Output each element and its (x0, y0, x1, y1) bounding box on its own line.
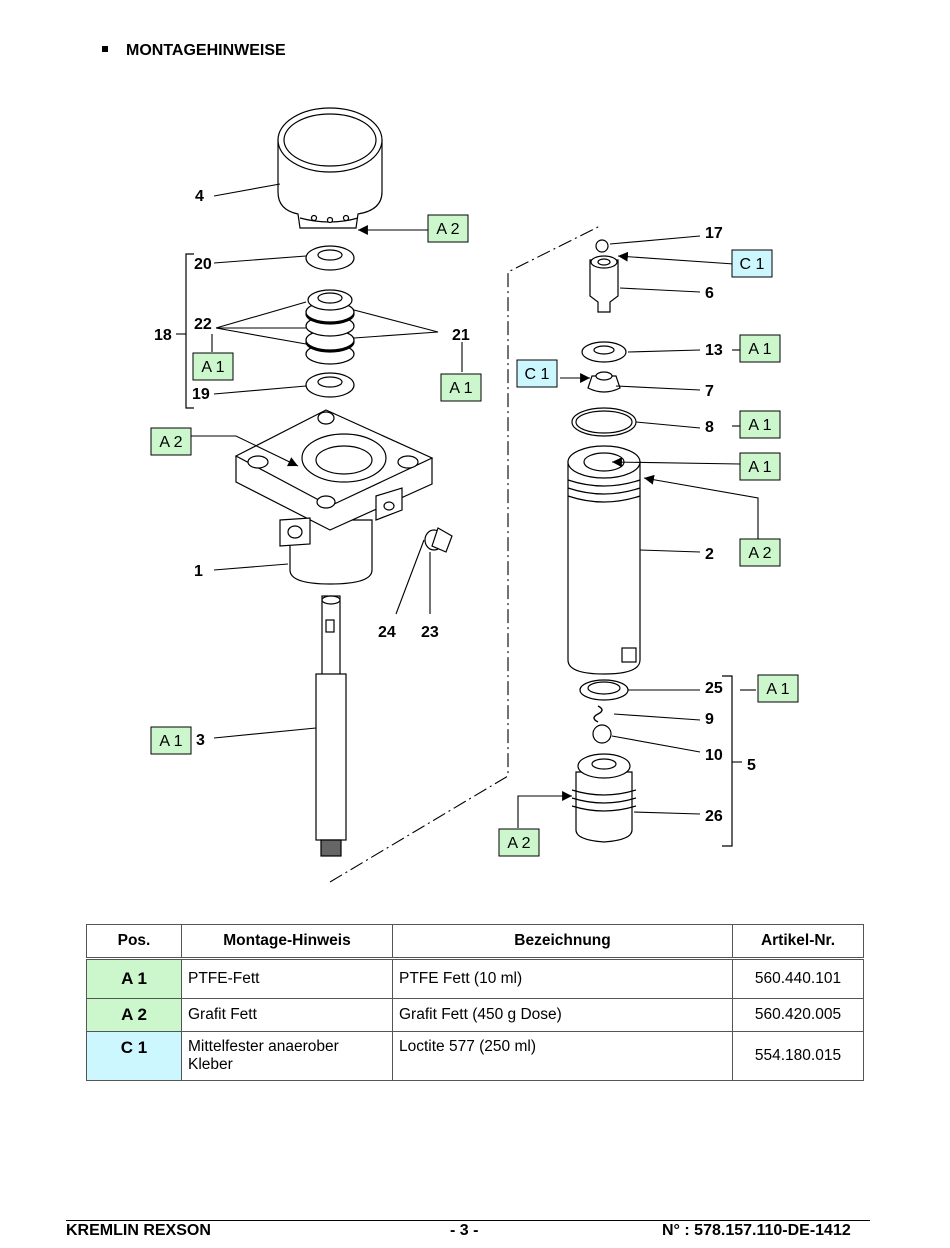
footer-company: KREMLIN REXSON (66, 1222, 211, 1239)
table-row: A 2 Grafit Fett Grafit Fett (450 g Dose)… (86, 998, 864, 1032)
table-row: A 1 PTFE-Fett PTFE Fett (10 ml) 560.440.… (86, 958, 864, 999)
svg-text:A 1: A 1 (748, 341, 771, 358)
svg-text:A 1: A 1 (449, 380, 472, 397)
part-number-24: 24 (378, 624, 396, 641)
cell-hint: Grafit Fett (181, 998, 393, 1032)
part-number-25: 25 (705, 680, 723, 697)
label-a1-part-8: A 1 (739, 410, 781, 439)
footer-document-number: N° : 578.157.110-DE-1412 (662, 1222, 851, 1239)
cell-hint: PTFE-Fett (181, 958, 393, 999)
cell-article: 554.180.015 (732, 1031, 864, 1081)
part-19-ring (305, 372, 355, 398)
label-a1-part-3: A 1 (150, 726, 192, 755)
col-header-name: Bezeichnung (392, 924, 733, 960)
cell-name: PTFE Fett (10 ml) (392, 958, 733, 999)
cell-hint: Mittelfester anaerober Kleber (181, 1031, 393, 1081)
part-17-ball (595, 239, 609, 253)
part-number-23: 23 (421, 624, 439, 641)
part-number-21: 21 (452, 327, 470, 344)
bracket-18 (185, 253, 194, 409)
table-header-row: Pos. Montage-Hinweis Bezeichnung Artikel… (86, 924, 864, 960)
page-heading: MONTAGEHINWEISE (102, 42, 286, 60)
col-header-article: Artikel-Nr. (732, 924, 864, 960)
label-a1-part-25: A 1 (757, 674, 799, 703)
part-23-plug (424, 527, 453, 553)
cell-pos: C 1 (86, 1031, 182, 1081)
centerline (329, 225, 601, 883)
label-c1-part-6: C 1 (731, 249, 773, 278)
label-a1-part-2-inner: A 1 (739, 452, 781, 481)
part-number-3: 3 (196, 732, 205, 749)
part-number-26: 26 (705, 808, 723, 825)
svg-text:A 1: A 1 (748, 459, 771, 476)
part-number-5: 5 (747, 757, 756, 774)
part-number-13: 13 (705, 342, 723, 359)
label-a1-part-22: A 1 (192, 352, 234, 381)
label-a2-part-26: A 2 (498, 828, 540, 857)
heading-text: MONTAGEHINWEISE (126, 42, 286, 59)
part-25-ring (579, 679, 629, 701)
assembly-hints-table: Pos. Montage-Hinweis Bezeichnung Artikel… (86, 924, 864, 1081)
part-number-2: 2 (705, 546, 714, 563)
col-header-hint: Montage-Hinweis (181, 924, 393, 960)
part-4-cup (277, 107, 383, 229)
part-number-9: 9 (705, 711, 714, 728)
label-a1-part-13: A 1 (739, 334, 781, 363)
label-a2-part-4: A 2 (427, 214, 469, 243)
part-13-ring (581, 341, 627, 363)
part-number-22: 22 (194, 316, 212, 333)
part-8-o-ring (571, 407, 637, 437)
part-10-ball (592, 724, 612, 744)
part-22-21-packing-stack (305, 289, 355, 365)
part-1-pump-body (234, 409, 434, 585)
footer-page-number: - 3 - (450, 1222, 479, 1239)
svg-text:C 1: C 1 (740, 256, 765, 273)
exploded-assembly-drawing: 4 20 18 22 19 1 3 24 23 17 6 13 7 8 2 25… (150, 107, 799, 883)
cell-pos: A 2 (86, 998, 182, 1032)
part-number-10: 10 (705, 747, 723, 764)
table-row: C 1 Mittelfester anaerober Kleber Loctit… (86, 1031, 864, 1081)
cell-pos: A 1 (86, 958, 182, 999)
bracket-5 (722, 675, 733, 847)
part-number-1: 1 (194, 563, 203, 580)
part-7-seat (587, 371, 621, 393)
footer-divider (66, 1220, 870, 1221)
cell-name: Loctite 577 (250 ml) (392, 1031, 733, 1081)
svg-text:A 1: A 1 (748, 417, 771, 434)
cell-name: Grafit Fett (450 g Dose) (392, 998, 733, 1032)
part-number-4: 4 (195, 188, 204, 205)
part-6-valve-guide (589, 255, 619, 313)
bullet-icon (102, 46, 108, 52)
part-number-18: 18 (154, 327, 172, 344)
part-number-19: 19 (192, 386, 210, 403)
label-c1-part-7: C 1 (516, 359, 558, 388)
svg-text:A 2: A 2 (507, 835, 530, 852)
svg-text:A 2: A 2 (748, 545, 771, 562)
part-2-cylinder (567, 445, 641, 675)
cell-article: 560.440.101 (732, 958, 864, 999)
svg-text:C 1: C 1 (525, 366, 550, 383)
svg-text:A 1: A 1 (766, 681, 789, 698)
part-number-6: 6 (705, 285, 714, 302)
col-header-pos: Pos. (86, 924, 182, 960)
svg-text:A 2: A 2 (159, 434, 182, 451)
part-number-7: 7 (705, 383, 714, 400)
part-number-8: 8 (705, 419, 714, 436)
part-26-valve-housing (571, 753, 637, 843)
svg-text:A 2: A 2 (436, 221, 459, 238)
part-number-20: 20 (194, 256, 212, 273)
part-20-ring (305, 245, 355, 271)
part-number-17: 17 (705, 225, 723, 242)
svg-text:A 1: A 1 (159, 733, 182, 750)
part-9-spring (593, 705, 603, 723)
label-a2-part-2: A 2 (739, 538, 781, 567)
label-a2-part-1: A 2 (150, 427, 192, 456)
label-a1-part-21: A 1 (440, 373, 482, 402)
svg-text:A 1: A 1 (201, 359, 224, 376)
part-3-piston-rod (315, 595, 347, 857)
cell-article: 560.420.005 (732, 998, 864, 1032)
